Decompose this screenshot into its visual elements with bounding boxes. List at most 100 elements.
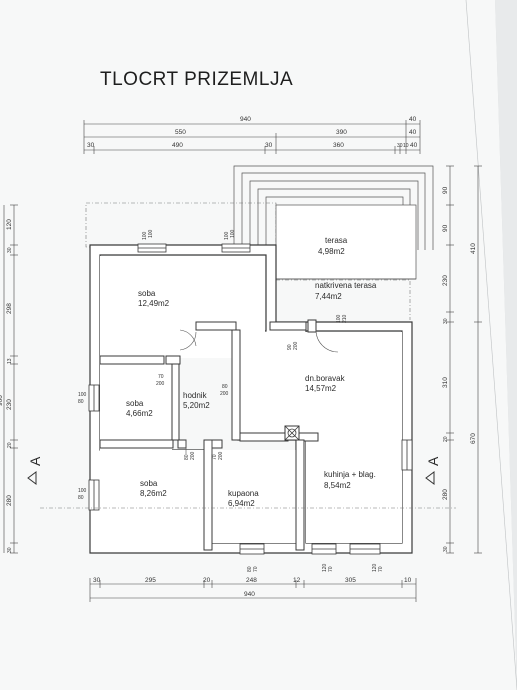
svg-text:80: 80 xyxy=(222,384,228,390)
dim-left-13: 13 xyxy=(7,358,13,364)
svg-text:120: 120 xyxy=(322,563,328,572)
room-area-kuhinja: 8,54m2 xyxy=(324,481,351,490)
dim-top-940: 940 xyxy=(240,116,251,123)
door-swings xyxy=(179,329,339,454)
svg-text:70: 70 xyxy=(158,374,164,380)
dim-right-90b: 90 xyxy=(442,224,449,232)
svg-text:70: 70 xyxy=(378,566,384,572)
room-area-dn-boravak: 14,57m2 xyxy=(305,384,337,393)
dim-right-30a: 30 xyxy=(443,318,449,324)
dim-right-230: 230 xyxy=(442,275,449,286)
room-area-natkrivena-terasa: 7,44m2 xyxy=(315,292,342,301)
bottom-dimensions: 30 295 20 248 12 305 10 940 xyxy=(89,577,417,602)
dim-right-280: 280 xyxy=(442,489,449,500)
terrace-area xyxy=(275,204,417,280)
dim-bottom-10: 10 xyxy=(404,577,412,584)
dim-top-30a: 30 xyxy=(87,142,95,149)
dim-right-90a: 90 xyxy=(442,186,449,194)
svg-text:100: 100 xyxy=(230,229,236,238)
next-page-edge xyxy=(495,0,517,690)
room-label-natkrivena-terasa: natkrivena terasa xyxy=(315,281,377,290)
room-area-terasa: 4,98m2 xyxy=(318,247,345,256)
room-area-soba-1: 12,49m2 xyxy=(138,299,170,308)
windows-left xyxy=(88,384,100,511)
svg-text:100: 100 xyxy=(78,392,87,398)
svg-text:200: 200 xyxy=(156,381,165,387)
column xyxy=(307,319,317,333)
room-area-kupaona: 6,94m2 xyxy=(228,499,255,508)
dim-left-30a: 30 xyxy=(7,247,13,253)
opening-annotations: 100 100 100 100 100 80 100 80 70 200 80 … xyxy=(78,229,384,572)
windows-right xyxy=(401,439,413,471)
dim-bottom-12: 12 xyxy=(293,577,301,584)
dim-top-40b: 40 xyxy=(409,129,417,136)
room-label-soba-1: soba xyxy=(138,289,156,298)
svg-text:100: 100 xyxy=(142,231,148,240)
dim-bottom-20: 20 xyxy=(203,577,211,584)
svg-text:90: 90 xyxy=(287,344,293,350)
svg-text:120: 120 xyxy=(372,563,378,572)
room-label-hodnik: hodnik xyxy=(183,391,208,400)
svg-text:70: 70 xyxy=(328,566,334,572)
dim-left-230: 230 xyxy=(6,399,13,410)
svg-text:200: 200 xyxy=(293,341,299,350)
dim-right-670: 670 xyxy=(470,433,477,444)
svg-text:80: 80 xyxy=(247,566,253,572)
dim-top-30b: 30 xyxy=(265,142,273,149)
svg-text:100: 100 xyxy=(224,231,230,240)
dim-left-280: 280 xyxy=(6,495,13,506)
dim-top-10: 10 xyxy=(403,143,409,149)
dim-top-30c: 30 xyxy=(397,143,403,149)
room-area-hodnik: 5,20m2 xyxy=(183,401,210,410)
dim-bottom-940: 940 xyxy=(244,591,255,598)
dim-left-20: 20 xyxy=(7,442,13,448)
svg-text:A: A xyxy=(27,456,43,466)
room-label-dn-boravak: dn.boravak xyxy=(305,374,346,383)
dim-bottom-248: 248 xyxy=(246,577,257,584)
section-marker-right: A xyxy=(425,456,441,485)
top-dimensions: 940 40 550 390 40 30 490 30 360 30 10 40 xyxy=(83,116,421,154)
right-dimensions: 90 90 230 30 410 310 20 280 30 670 xyxy=(442,165,482,554)
dim-top-40c: 40 xyxy=(410,142,418,149)
page-fold-line xyxy=(465,0,517,690)
dim-top-490: 490 xyxy=(172,142,183,149)
dim-left-298: 298 xyxy=(6,303,13,314)
room-label-kupaona: kupaona xyxy=(228,489,259,498)
svg-text:100: 100 xyxy=(78,488,87,494)
windows-bottom xyxy=(239,543,381,555)
dim-right-410: 410 xyxy=(470,243,477,254)
dim-top-40a: 40 xyxy=(409,116,417,123)
dim-left-120: 120 xyxy=(6,219,13,230)
dim-top-390: 390 xyxy=(336,129,347,136)
dim-top-360: 360 xyxy=(333,142,344,149)
svg-text:200: 200 xyxy=(190,451,196,460)
dim-right-310: 310 xyxy=(442,377,449,388)
plan-title: TLOCRT PRIZEMLJA xyxy=(100,69,293,90)
svg-text:70: 70 xyxy=(253,566,259,572)
room-label-soba-3: soba xyxy=(140,479,158,488)
windows-top xyxy=(137,243,251,253)
dim-left-900: 900 xyxy=(0,395,4,406)
left-dimensions: 120 30 298 13 230 20 280 30 900 xyxy=(0,204,18,554)
interior-walls xyxy=(99,321,319,551)
svg-text:70: 70 xyxy=(212,454,218,460)
dim-bottom-295: 295 xyxy=(145,577,156,584)
dim-left-30b: 30 xyxy=(7,547,13,553)
svg-text:80: 80 xyxy=(78,399,84,405)
svg-text:80: 80 xyxy=(184,454,190,460)
svg-text:100: 100 xyxy=(336,314,342,323)
dim-bottom-30: 30 xyxy=(93,577,101,584)
svg-text:80: 80 xyxy=(78,495,84,501)
svg-text:200: 200 xyxy=(218,451,224,460)
room-label-kuhinja: kuhinja + blag. xyxy=(324,470,376,479)
svg-text:100: 100 xyxy=(148,229,154,238)
svg-text:A: A xyxy=(425,456,441,466)
dim-right-20: 20 xyxy=(443,436,449,442)
svg-text:210: 210 xyxy=(342,314,348,323)
room-area-soba-2: 4,66m2 xyxy=(126,409,153,418)
dim-top-550: 550 xyxy=(175,129,186,136)
room-label-soba-2: soba xyxy=(126,399,144,408)
dim-bottom-305: 305 xyxy=(345,577,356,584)
room-area-soba-3: 8,26m2 xyxy=(140,489,167,498)
